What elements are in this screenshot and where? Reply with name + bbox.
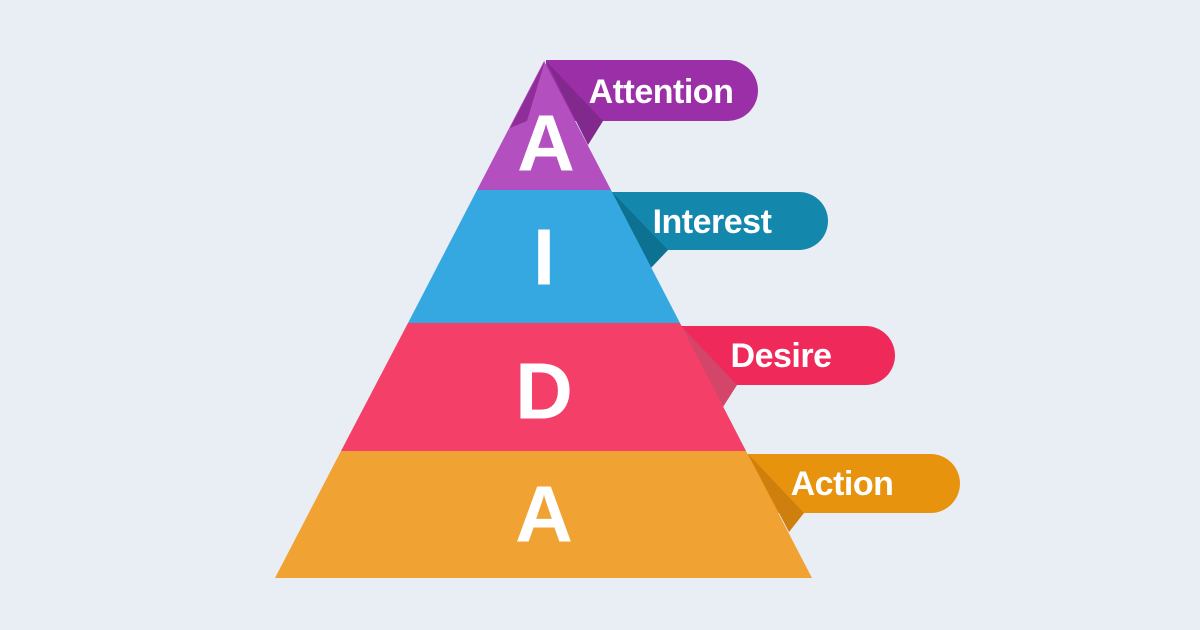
apex-fold (510, 61, 545, 128)
pyramid-section-attention (477, 61, 611, 190)
ribbon-desire (675, 326, 895, 385)
ribbon-attention (546, 60, 758, 121)
ribbon-interest (606, 192, 828, 250)
pyramid-section-action (275, 451, 812, 578)
pyramid-section-desire (341, 323, 746, 451)
pyramid-section-interest (408, 190, 680, 323)
ribbon-label-action: Action (791, 465, 894, 503)
stage-desire: D Desire (341, 323, 895, 451)
ribbon-label-interest: Interest (653, 203, 772, 241)
ribbon-fold-action (748, 454, 804, 532)
ribbon-fold-desire (681, 326, 737, 407)
ribbon-fold-attention (546, 61, 603, 145)
ribbon-label-desire: Desire (731, 337, 832, 375)
stage-action: A Action (275, 451, 960, 578)
ribbon-action (742, 454, 960, 513)
stage-letter-desire: D (515, 347, 573, 436)
stage-interest: I Interest (408, 190, 828, 323)
stage-letter-interest: I (533, 213, 555, 302)
ribbon-fold-interest (612, 192, 668, 268)
stage-attention: A Attention (477, 60, 758, 190)
ribbon-label-attention: Attention (589, 73, 734, 111)
stage-letter-attention: A (517, 99, 575, 188)
stage-letter-action: A (515, 470, 573, 559)
